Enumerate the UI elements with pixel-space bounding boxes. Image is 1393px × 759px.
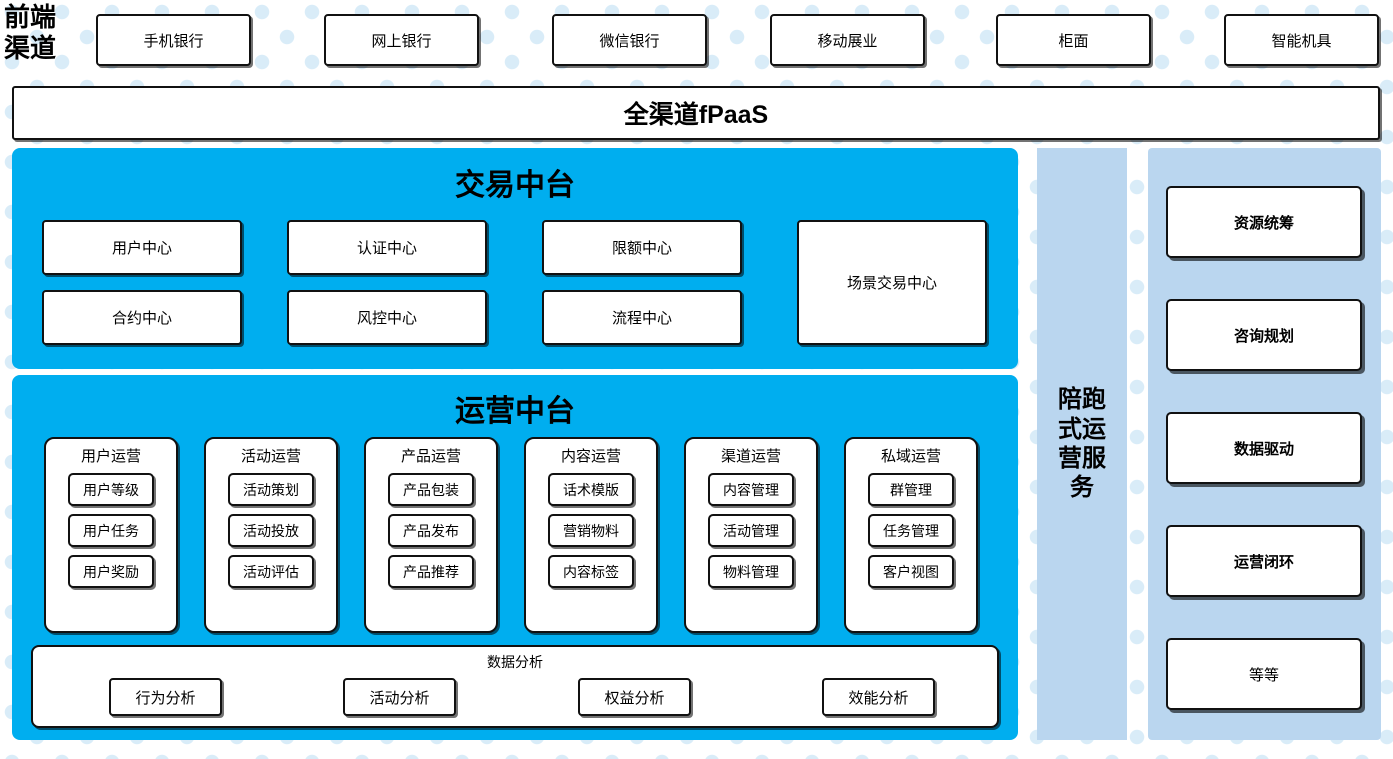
front-channel-label: 前端 渠道 xyxy=(4,2,86,68)
channel-box-mobile-biz[interactable]: 移动展业 xyxy=(770,14,925,66)
ops-group-title: 用户运营 xyxy=(80,448,141,465)
data-analysis-item-behavior[interactable]: 行为分析 xyxy=(109,678,222,716)
data-analysis-item-efficiency[interactable]: 效能分析 xyxy=(822,678,935,716)
ops-group-title: 活动运营 xyxy=(240,448,301,465)
fpaas-bar[interactable]: 全渠道fPaaS xyxy=(12,86,1380,140)
ops-item[interactable]: 活动投放 xyxy=(228,514,314,547)
ops-item[interactable]: 产品包装 xyxy=(388,473,474,506)
channel-box-wechat-bank[interactable]: 微信银行 xyxy=(552,14,707,66)
ops-item[interactable]: 群管理 xyxy=(868,473,954,506)
ops-item[interactable]: 用户奖励 xyxy=(68,555,154,588)
front-channel-label-line1: 前端 xyxy=(4,3,57,32)
trade-platform-title: 交易中台 xyxy=(455,169,575,202)
capability-column: 资源统筹 咨询规划 数据驱动 运营闭环 等等 xyxy=(1148,148,1381,740)
capability-card-resource-coordination[interactable]: 资源统筹 xyxy=(1166,186,1362,258)
ops-group-campaign-operations[interactable]: 活动运营 活动策划 活动投放 活动评估 xyxy=(204,437,338,633)
ops-item[interactable]: 内容标签 xyxy=(548,555,634,588)
ops-group-title: 渠道运营 xyxy=(720,448,781,465)
accompanying-operation-service-column: 陪跑式运营服务 xyxy=(1037,148,1127,740)
capability-card-operation-closed-loop[interactable]: 运营闭环 xyxy=(1166,525,1362,597)
data-analysis-item-campaign[interactable]: 活动分析 xyxy=(343,678,456,716)
ops-item[interactable]: 产品推荐 xyxy=(388,555,474,588)
capability-card-etc[interactable]: 等等 xyxy=(1166,638,1362,710)
capability-card-consulting-planning[interactable]: 咨询规划 xyxy=(1166,299,1362,371)
trade-platform-panel: 交易中台 用户中心 认证中心 限额中心 合约中心 风控中心 流程中心 场景交易中… xyxy=(12,148,1018,369)
trade-card-auth-center[interactable]: 认证中心 xyxy=(287,220,487,275)
trade-card-user-center[interactable]: 用户中心 xyxy=(42,220,242,275)
ops-group-product-operations[interactable]: 产品运营 产品包装 产品发布 产品推荐 xyxy=(364,437,498,633)
ops-item[interactable]: 活动管理 xyxy=(708,514,794,547)
channel-box-mobile-bank[interactable]: 手机银行 xyxy=(96,14,251,66)
ops-group-title: 内容运营 xyxy=(560,448,621,465)
ops-group-title: 私域运营 xyxy=(880,448,941,465)
channel-box-smart-machine[interactable]: 智能机具 xyxy=(1224,14,1379,66)
ops-item[interactable]: 用户任务 xyxy=(68,514,154,547)
trade-card-contract-center[interactable]: 合约中心 xyxy=(42,290,242,345)
ops-item[interactable]: 任务管理 xyxy=(868,514,954,547)
ops-group-title: 产品运营 xyxy=(400,448,461,465)
trade-card-risk-center[interactable]: 风控中心 xyxy=(287,290,487,345)
ops-item[interactable]: 活动评估 xyxy=(228,555,314,588)
channel-box-counter[interactable]: 柜面 xyxy=(996,14,1151,66)
ops-item[interactable]: 产品发布 xyxy=(388,514,474,547)
ops-item[interactable]: 营销物料 xyxy=(548,514,634,547)
front-channel-label-line2: 渠道 xyxy=(4,34,57,63)
ops-group-channel-operations[interactable]: 渠道运营 内容管理 活动管理 物料管理 xyxy=(684,437,818,633)
trade-card-scene-transaction-center[interactable]: 场景交易中心 xyxy=(797,220,987,345)
ops-item[interactable]: 内容管理 xyxy=(708,473,794,506)
trade-card-limit-center[interactable]: 限额中心 xyxy=(542,220,742,275)
channel-box-online-bank[interactable]: 网上银行 xyxy=(324,14,479,66)
data-analysis-title: 数据分析 xyxy=(487,654,543,670)
data-analysis-item-benefit[interactable]: 权益分析 xyxy=(578,678,691,716)
ops-item[interactable]: 物料管理 xyxy=(708,555,794,588)
ops-item[interactable]: 用户等级 xyxy=(68,473,154,506)
ops-group-content-operations[interactable]: 内容运营 话术模版 营销物料 内容标签 xyxy=(524,437,658,633)
service-column-label: 陪跑式运营服务 xyxy=(1058,386,1106,502)
ops-group-user-operations[interactable]: 用户运营 用户等级 用户任务 用户奖励 xyxy=(44,437,178,633)
trade-card-process-center[interactable]: 流程中心 xyxy=(542,290,742,345)
ops-item[interactable]: 话术模版 xyxy=(548,473,634,506)
capability-card-data-driven[interactable]: 数据驱动 xyxy=(1166,412,1362,484)
data-analysis-panel: 数据分析 行为分析 活动分析 权益分析 效能分析 xyxy=(31,645,999,728)
ops-item[interactable]: 客户视图 xyxy=(868,555,954,588)
ops-group-private-domain-operations[interactable]: 私域运营 群管理 任务管理 客户视图 xyxy=(844,437,978,633)
ops-platform-title: 运营中台 xyxy=(455,395,575,428)
ops-item[interactable]: 活动策划 xyxy=(228,473,314,506)
